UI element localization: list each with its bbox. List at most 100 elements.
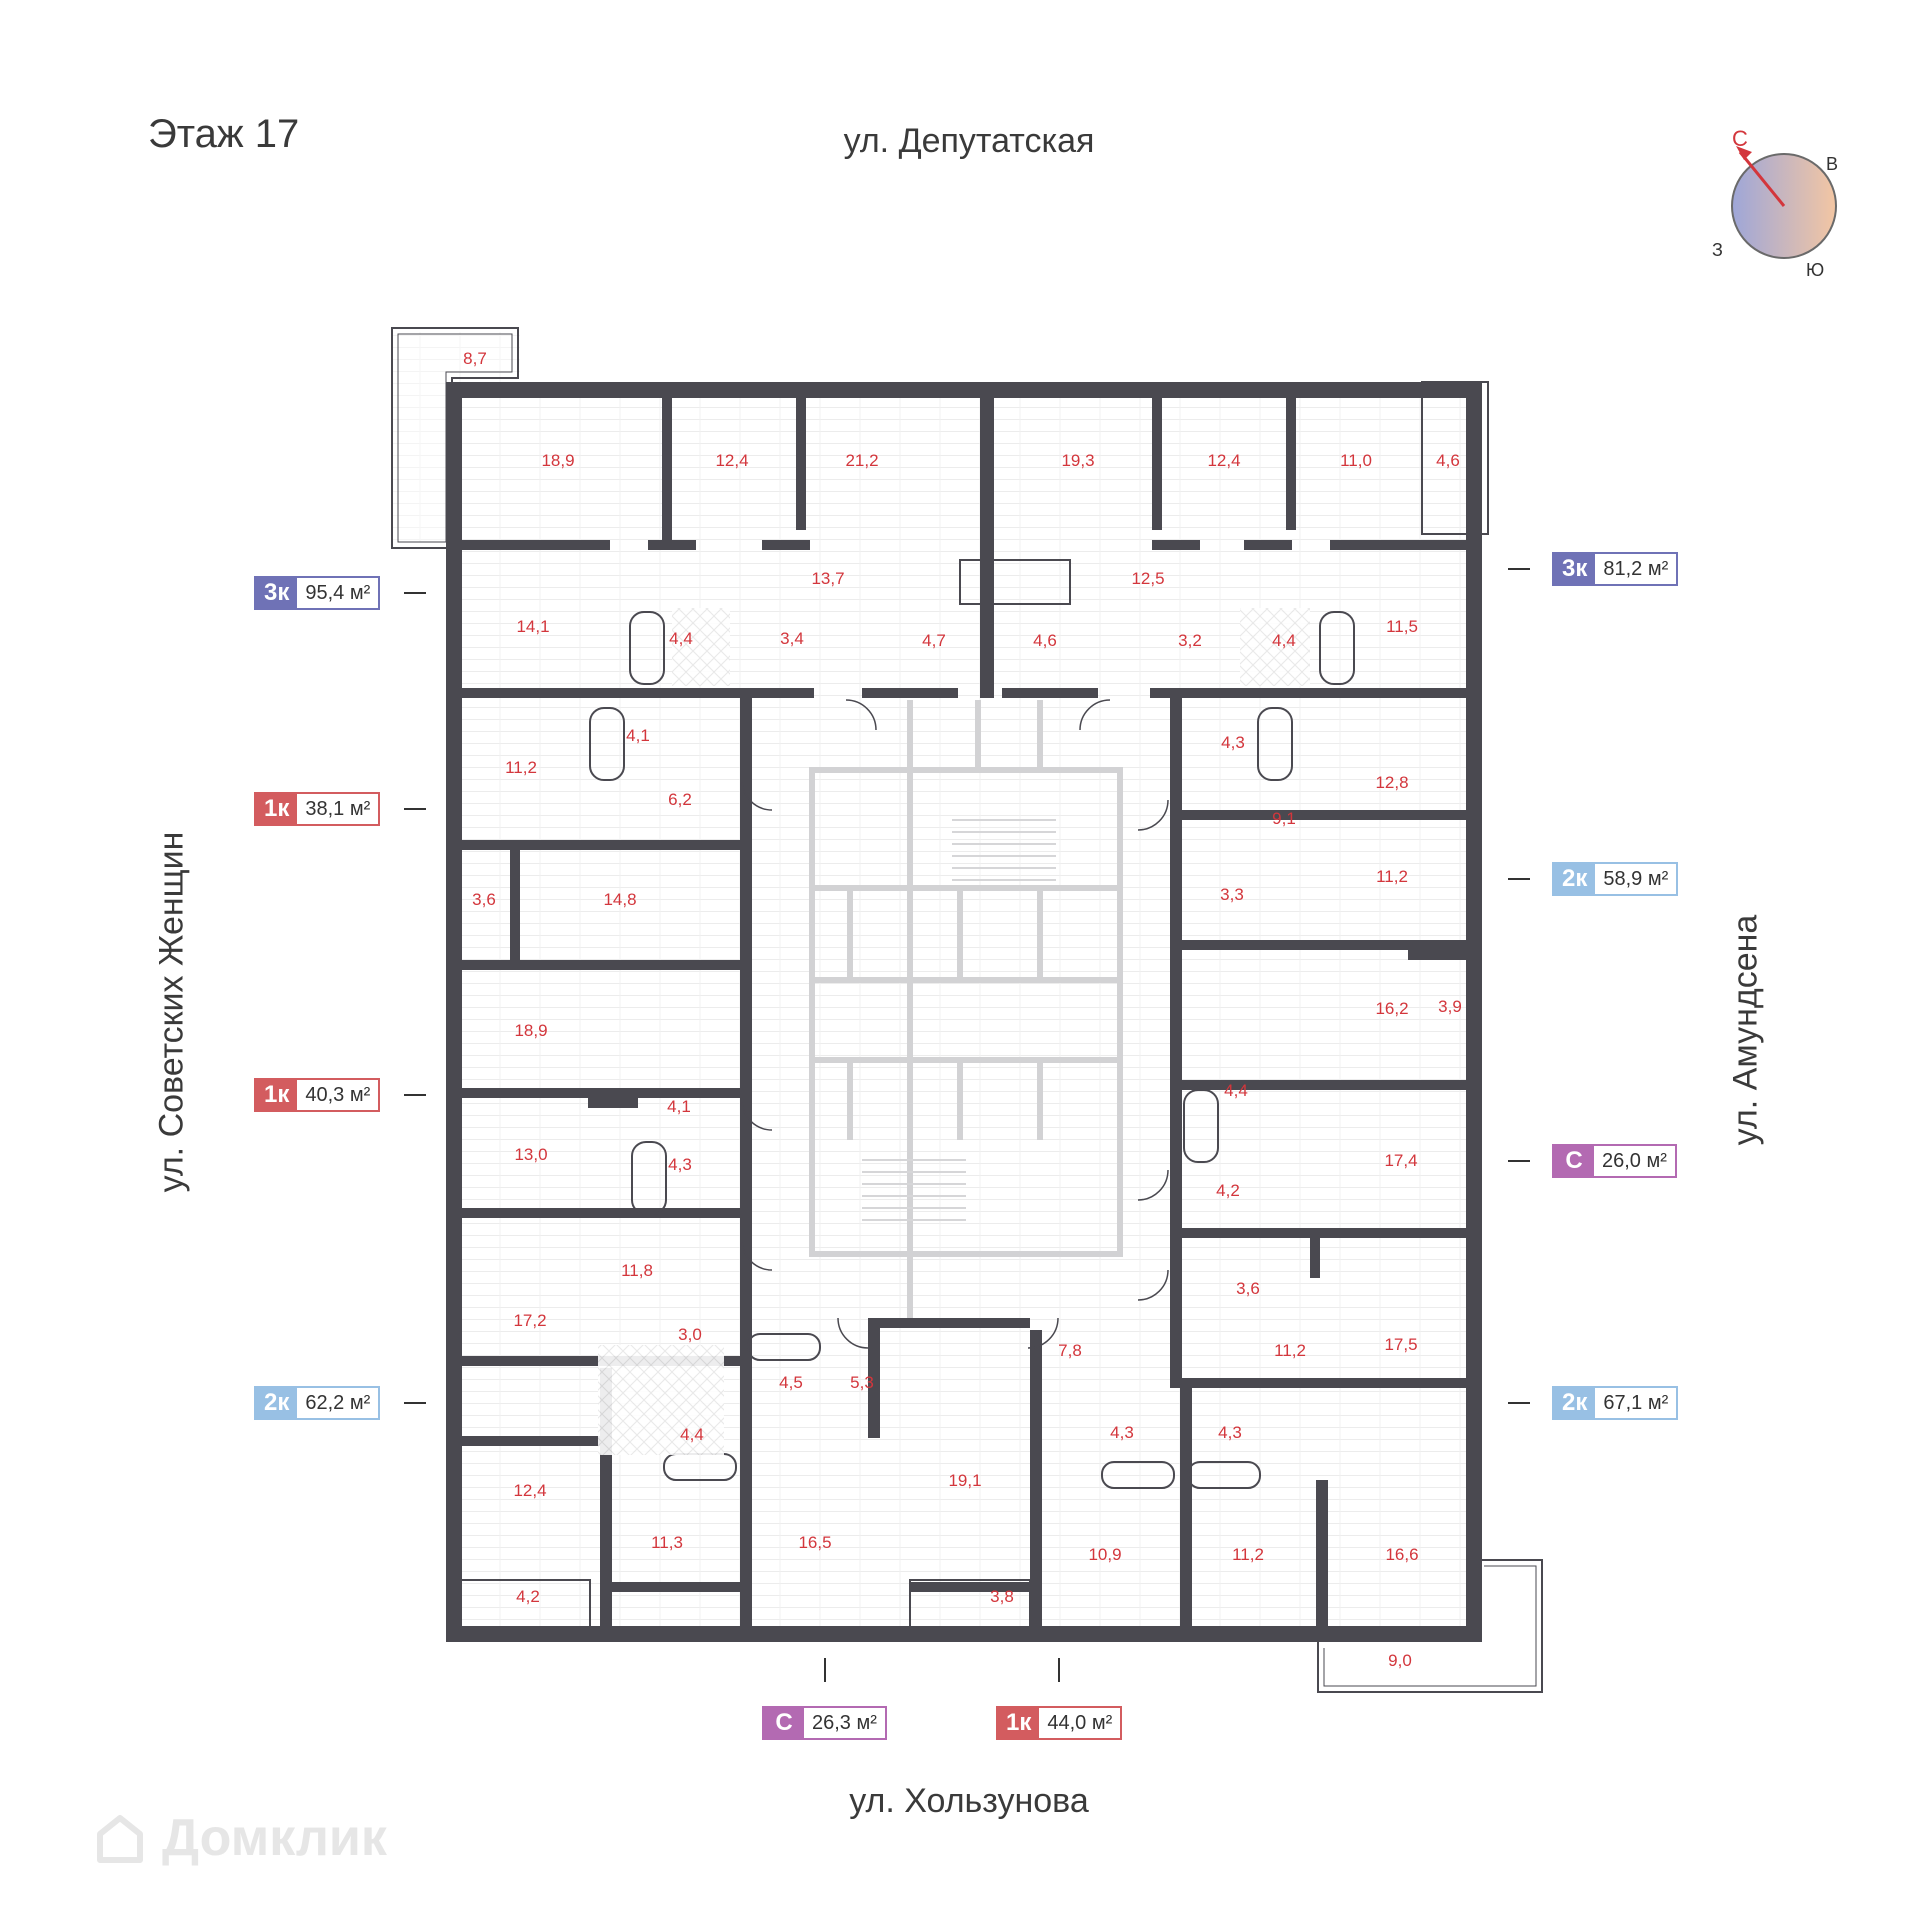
apartment-badge[interactable]: С 26,3 м² [762,1706,887,1740]
room-area-label: 6,2 [668,790,692,809]
room-area-label: 4,3 [668,1155,692,1174]
apartment-type: 1к [256,794,298,824]
room-area-label: 13,7 [811,569,844,588]
room-area-label: 3,0 [678,1325,702,1344]
apartment-area: 26,0 м² [1602,1149,1667,1172]
room-area-label: 19,1 [948,1471,981,1490]
room-area-label: 11,3 [651,1533,683,1552]
wet-area-tiles [598,608,1310,1455]
apartment-area: 38,1 м² [305,797,371,820]
room-area-label: 5,3 [850,1373,874,1392]
street-left: ул. Советских Женщин [152,831,191,1193]
room-area-label: 17,2 [513,1311,546,1330]
room-area-label: 11,2 [1232,1545,1264,1564]
room-area-label: 16,5 [798,1533,831,1552]
compass-east: В [1826,154,1838,174]
room-area-label: 11,5 [1386,617,1418,636]
room-area-label: 11,2 [1376,867,1408,886]
stairs [862,819,1056,1221]
room-area-label: 8,7 [463,349,487,368]
apartment-type: 1к [998,1708,1040,1738]
apartment-badge[interactable]: 2к 58,9 м² [1552,862,1679,896]
apartment-area: 67,1 м² [1603,1391,1669,1414]
apartment-type: 1к [256,1080,298,1110]
home-logo-icon [97,1815,143,1863]
room-area-label: 17,4 [1384,1151,1417,1170]
apartment-area: 58,9 м² [1603,867,1669,890]
room-area-label: 7,8 [1058,1341,1082,1360]
room-area-label: 4,4 [1224,1081,1248,1100]
room-area-label: 3,9 [1438,997,1462,1016]
apartment-area: 26,3 м² [812,1711,877,1734]
room-area-label: 13,0 [514,1145,547,1164]
room-area-label: 16,2 [1375,999,1408,1018]
apartment-type: С [1554,1146,1594,1176]
room-area-label: 14,8 [603,890,636,909]
apartment-badge[interactable]: 1к 44,0 м² [996,1706,1123,1740]
apartment-type: С [764,1708,804,1738]
compass-north: С [1732,126,1748,151]
room-area-label: 21,2 [845,451,878,470]
compass: С В З Ю [1712,126,1838,280]
watermark-text: Домклик [162,1809,387,1867]
room-area-label: 4,5 [779,1373,803,1392]
room-area-label: 4,4 [669,629,693,648]
room-area-label: 4,1 [667,1097,691,1116]
room-area-label: 4,4 [680,1425,704,1444]
room-area-label: 12,5 [1131,569,1164,588]
room-area-label: 4,6 [1033,631,1057,650]
apartment-type: 3к [1554,554,1596,584]
compass-south: Ю [1806,260,1824,280]
room-area-label: 17,5 [1384,1335,1417,1354]
room-area-label: 4,3 [1221,733,1245,752]
room-area-label: 11,2 [505,758,537,777]
room-area-label: 10,9 [1088,1545,1121,1564]
apartment-badge[interactable]: С 26,0 м² [1552,1144,1677,1178]
room-area-label: 11,8 [621,1261,653,1280]
room-area-label: 3,6 [472,890,496,909]
room-area-label: 4,6 [1436,451,1460,470]
doors [741,699,1169,1349]
room-area-label: 11,0 [1340,451,1372,470]
room-area-label: 9,1 [1272,809,1296,828]
room-area-label: 3,4 [780,629,804,648]
walls [446,382,1482,1642]
room-area-label: 3,2 [1178,631,1202,650]
room-area-label: 14,1 [516,617,549,636]
room-area-label: 4,3 [1110,1423,1134,1442]
street-top: ул. Депутатская [843,122,1095,160]
room-area-labels: 8,7 18,9 12,4 21,2 19,3 12,4 11,0 4,6 14,1 4,4 3,4… [463,349,1462,1670]
apartment-badge[interactable]: 2к 62,2 м² [254,1386,381,1420]
watermark: Домклик [92,1808,387,1868]
apartment-badge[interactable]: 1к 40,3 м² [254,1078,381,1112]
apartment-area: 44,0 м² [1047,1711,1113,1734]
compass-west: З [1712,240,1723,260]
room-area-label: 12,4 [715,451,748,470]
building-core [809,700,1123,1320]
room-area-label: 3,6 [1236,1279,1260,1298]
apartment-badge[interactable]: 3к 95,4 м² [254,576,381,610]
room-area-label: 12,8 [1375,773,1408,792]
apartment-area: 62,2 м² [305,1391,371,1414]
room-area-label: 4,1 [626,726,650,745]
floor-title: Этаж 17 [148,112,300,156]
apartment-type: 2к [256,1388,298,1418]
room-area-label: 4,3 [1218,1423,1242,1442]
street-bottom: ул. Хользунова [849,1782,1089,1820]
room-area-label: 12,4 [1207,451,1240,470]
apartment-type: 3к [256,578,298,608]
room-area-label: 19,3 [1061,451,1094,470]
room-area-label: 11,2 [1274,1341,1306,1360]
room-area-label: 9,0 [1388,1651,1412,1670]
room-area-label: 18,9 [514,1021,547,1040]
room-area-label: 18,9 [541,451,574,470]
room-area-label: 16,6 [1385,1545,1418,1564]
room-area-label: 12,4 [513,1481,546,1500]
room-area-label: 4,2 [516,1587,540,1606]
apartment-badge[interactable]: 2к 67,1 м² [1552,1386,1679,1420]
apartment-type: 2к [1554,1388,1596,1418]
room-area-label: 3,8 [990,1587,1014,1606]
apartment-badge[interactable]: 1к 38,1 м² [254,792,381,826]
apartment-badge[interactable]: 3к 81,2 м² [1552,552,1679,586]
